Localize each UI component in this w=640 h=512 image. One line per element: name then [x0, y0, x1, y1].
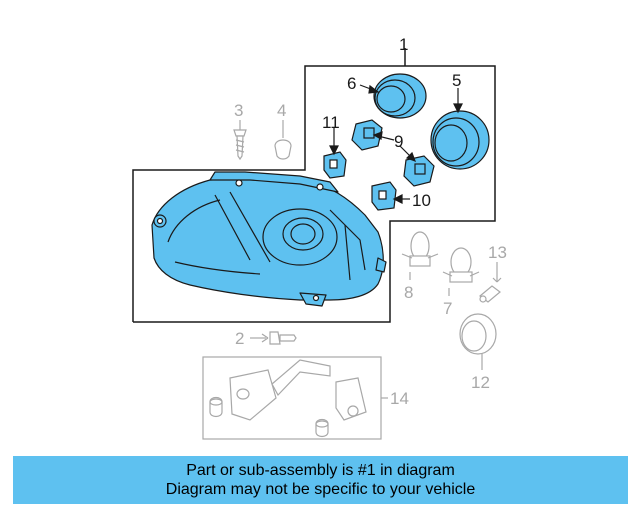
callout-5: 5 [452, 71, 461, 90]
bracket-group-14 [202, 356, 388, 440]
clip-4 [274, 120, 292, 160]
screw-2 [250, 331, 297, 345]
callout-14: 14 [390, 389, 409, 408]
other-parts [202, 120, 502, 440]
bulb-13 [479, 262, 502, 303]
callout-1: 1 [399, 35, 408, 54]
screw-3 [233, 120, 247, 161]
callout-labels: 1 6 5 11 9 10 3 4 13 8 7 2 12 14 [234, 35, 507, 408]
callout-6: 6 [347, 74, 356, 93]
callout-8: 8 [404, 283, 413, 302]
callout-7: 7 [443, 299, 452, 318]
leader-lines-dark [329, 84, 463, 204]
callout-10: 10 [412, 191, 431, 210]
cover-cap-6 [373, 73, 427, 119]
callout-9: 9 [394, 132, 403, 151]
assembly-frame [132, 48, 496, 323]
socket-clip-11 [323, 151, 347, 179]
socket-clip-10 [371, 181, 397, 211]
parts-diagram: 1 6 5 11 9 10 3 4 13 8 7 2 12 14 [132, 35, 507, 440]
callout-13: 13 [488, 243, 507, 262]
bulb-socket-9 [351, 119, 435, 187]
callout-4: 4 [277, 101, 286, 120]
banner-line-2: Diagram may not be specific to your vehi… [165, 481, 476, 498]
ring-12 [459, 313, 497, 370]
disclaimer-banner: Part or sub-assembly is #1 in diagram Di… [13, 456, 628, 504]
cover-cap-5 [430, 110, 490, 170]
callout-2: 2 [235, 329, 244, 348]
callout-12: 12 [471, 373, 490, 392]
bulb-7 [442, 247, 480, 296]
bulb-8 [401, 231, 439, 280]
callout-3: 3 [234, 101, 243, 120]
headlamp-assembly [151, 171, 387, 307]
banner-line-1: Part or sub-assembly is #1 in diagram [186, 462, 455, 479]
callout-11: 11 [322, 113, 340, 132]
